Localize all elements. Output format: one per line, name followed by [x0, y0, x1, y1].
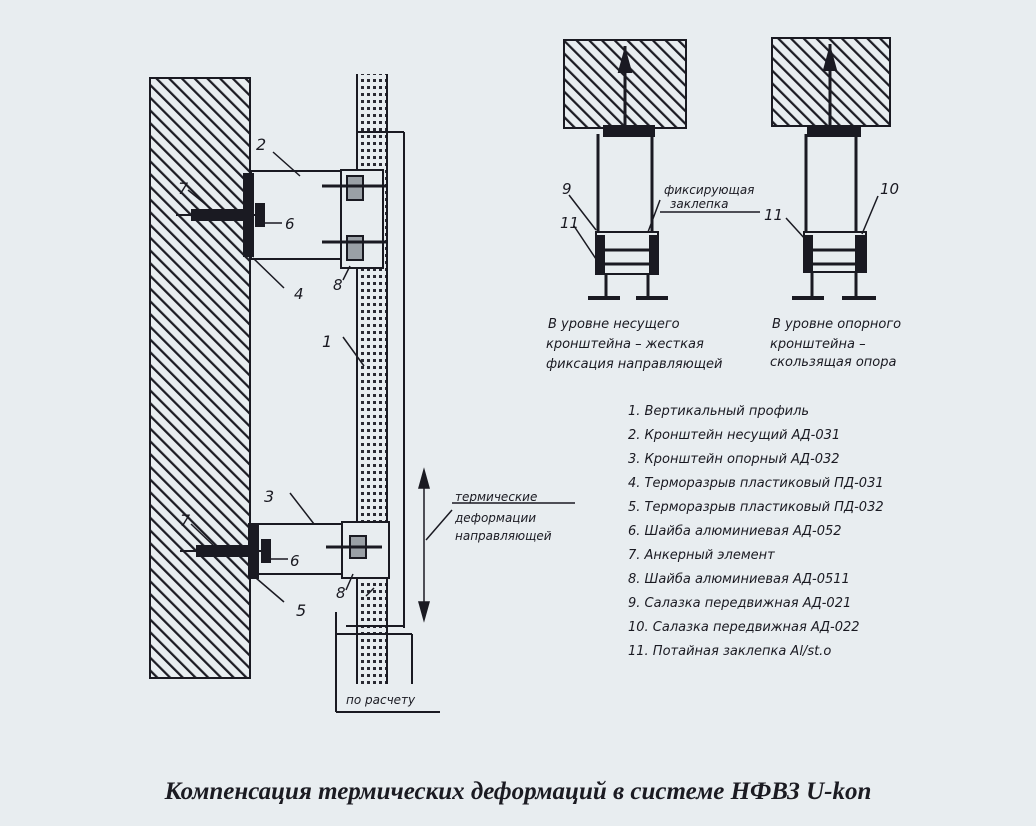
- section-support: [771, 37, 891, 300]
- legend-item: 7. Анкерный элемент: [628, 548, 775, 563]
- support-note-line1: В уровне опорного: [772, 317, 901, 332]
- label-8-upper: 8: [333, 276, 343, 294]
- left-elevation: [149, 74, 575, 713]
- label-3: 3: [264, 487, 274, 506]
- thermal-dimension: [418, 467, 575, 623]
- legend: 1. Вертикальный профиль 2. Кронштейн несу…: [628, 404, 884, 659]
- legend-item: 8. Шайба алюминиевая АД-0511: [628, 572, 850, 587]
- legend-item: 6. Шайба алюминиевая АД-052: [628, 524, 842, 539]
- bearing-note-line1: В уровне несущего: [548, 317, 680, 332]
- thermal-label-line3: направляющей: [455, 529, 552, 543]
- legend-item: 4. Терморазрыв пластиковый ПД-031: [628, 476, 884, 491]
- leader-lines: [187, 151, 375, 603]
- label-10: 10: [880, 180, 899, 198]
- thermal-label-line2: деформации: [454, 511, 536, 525]
- label-6-lower: 6: [290, 552, 300, 570]
- support-bracket: [180, 521, 390, 579]
- fix-rivet-line1: фиксирующая: [664, 183, 754, 197]
- label-1: 1: [322, 332, 332, 351]
- label-4: 4: [294, 285, 304, 303]
- legend-item: 11. Потайная заклепка Al/st.o: [628, 644, 831, 659]
- fix-rivet-line2: заклепка: [670, 197, 728, 211]
- label-7-lower: 7: [180, 511, 191, 530]
- label-6-upper: 6: [285, 215, 295, 233]
- section-details: [563, 37, 891, 300]
- support-note-line3: скользящая опора: [770, 355, 896, 370]
- label-2: 2: [256, 135, 266, 154]
- bearing-note-line2: кронштейна – жесткая: [546, 337, 704, 352]
- figure-caption: Компенсация термических деформаций в сис…: [164, 778, 872, 805]
- label-11-left: 11: [560, 214, 579, 232]
- label-11-right: 11: [764, 206, 783, 224]
- left-elevation-labels: 2 3 1 4 5 6 6 7 7 8 8 термические деформ…: [178, 135, 552, 707]
- support-note-line2: кронштейна –: [770, 337, 866, 352]
- label-7-upper: 7: [178, 179, 189, 198]
- calc-label: по расчету: [346, 693, 416, 707]
- section-labels: 9 11 10 11 фиксирующая заклепка В уровне…: [546, 180, 901, 372]
- legend-item: 3. Кронштейн опорный АД-032: [628, 452, 840, 467]
- legend-item: 9. Салазка передвижная АД-021: [628, 596, 851, 611]
- legend-item: 5. Терморазрыв пластиковый ПД-032: [628, 500, 884, 515]
- bearing-bracket: [176, 169, 386, 269]
- legend-item: 1. Вертикальный профиль: [628, 404, 809, 419]
- section-bearing: [563, 39, 760, 300]
- label-8-lower: 8: [336, 584, 346, 602]
- bearing-note-line3: фиксация направляющей: [546, 357, 722, 372]
- label-9: 9: [562, 180, 572, 198]
- legend-item: 2. Кронштейн несущий АД-031: [628, 428, 840, 443]
- thermal-label-line1: термические: [455, 490, 537, 504]
- concrete-wall: [149, 77, 251, 679]
- label-5: 5: [296, 601, 306, 620]
- legend-item: 10. Салазка передвижная АД-022: [628, 620, 860, 635]
